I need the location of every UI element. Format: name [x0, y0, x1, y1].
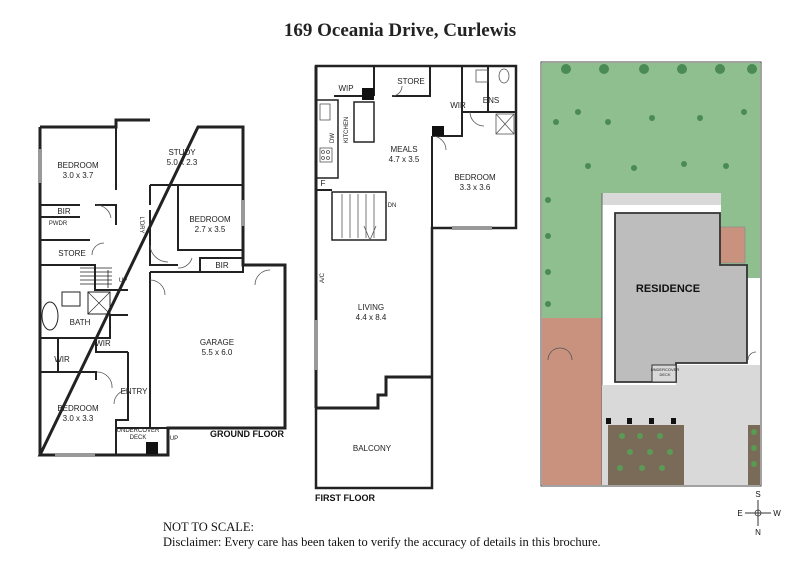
window-marker	[55, 453, 95, 457]
ff-dw-label: DW	[330, 133, 336, 143]
gf-entry-label: ENTRY	[121, 387, 149, 396]
ff-dn-label: DN	[388, 203, 397, 209]
window-marker	[314, 320, 318, 370]
ground-floor-plan	[37, 118, 287, 457]
site-deck-label-2: DECK	[659, 372, 670, 377]
compass-rose: S N E W	[733, 488, 783, 538]
compass-icon: S N E W	[737, 490, 781, 537]
gf-pwdr-label: PWDR	[49, 221, 68, 227]
gf-bir2-label: BIR	[215, 261, 229, 270]
ff-wip-label: WIP	[338, 84, 353, 93]
gf-garage-size: 5.5 x 6.0	[202, 348, 233, 357]
gf-bir-label: BIR	[57, 207, 71, 216]
residence-label: RESIDENCE	[636, 283, 700, 295]
bedroom-marker	[432, 126, 444, 136]
gf-deck-up-label: UP	[170, 436, 178, 442]
ff-ens-label: ENS	[483, 96, 499, 105]
gf-bedroom2-size: 2.7 x 3.5	[195, 225, 226, 234]
gf-bedroom3-label: BEDROOM	[57, 404, 99, 413]
site-deck-label-1: UNDERCOVER	[651, 367, 680, 372]
compass-south: S	[755, 490, 760, 499]
gf-garage-label: GARAGE	[200, 338, 234, 347]
compass-east: E	[737, 509, 742, 518]
gf-bath-label: BATH	[70, 318, 91, 327]
disclaimer-text: Disclaimer: Every care has been taken to…	[163, 535, 601, 549]
lawn-area	[542, 63, 760, 193]
gf-wir1-label: WIR	[95, 339, 111, 348]
gf-study-label: STUDY	[168, 148, 196, 157]
window-marker	[38, 149, 42, 183]
gf-deck-label-2: DECK	[130, 435, 147, 441]
gf-bedroom2-label: BEDROOM	[189, 215, 231, 224]
ff-wir-label: WIR	[450, 101, 466, 110]
driveway-area	[542, 318, 602, 485]
window-marker	[452, 226, 492, 230]
gf-study-size: 5.0 x 2.3	[167, 158, 198, 167]
first-floor-label: FIRST FLOOR	[315, 493, 375, 503]
gf-wir2-label: WIR	[54, 355, 70, 364]
compass-north: N	[755, 528, 761, 537]
lawn-area	[542, 193, 602, 318]
ff-kitchen-label: KITCHEN	[344, 117, 350, 143]
ground-floor-doors	[91, 204, 271, 405]
gf-up-label: UP	[119, 278, 127, 284]
wip-marker	[362, 88, 374, 100]
ff-fridge-label: F	[321, 179, 326, 188]
ff-bedroom-size: 3.3 x 3.6	[460, 183, 491, 192]
page-title: 169 Oceania Drive, Curlewis	[283, 20, 517, 41]
disclaimer: NOT TO SCALE: Disclaimer: Every care has…	[163, 520, 601, 550]
gf-laundry-label: L'DRY	[138, 216, 144, 233]
compass-west: W	[773, 509, 781, 518]
deck-step-marker	[146, 442, 158, 454]
gf-bedroom3-size: 3.0 x 3.3	[63, 414, 94, 423]
ff-ac-label: A/C	[320, 272, 326, 283]
gf-deck-label-1: UNDERCOVER	[117, 428, 160, 434]
gf-bedroom1-label: BEDROOM	[57, 161, 99, 170]
first-floor-fixtures	[319, 68, 515, 241]
gf-store-label: STORE	[58, 249, 85, 258]
ff-balcony-label: BALCONY	[353, 444, 392, 453]
ff-meals-label: MEALS	[390, 145, 417, 154]
ff-bedroom-label: BEDROOM	[454, 173, 496, 182]
ground-floor-label: GROUND FLOOR	[210, 429, 284, 439]
residence-footprint	[614, 212, 748, 383]
site-plan: RESIDENCE UNDERCOVER DECK	[540, 61, 762, 487]
window-marker	[241, 200, 245, 226]
ff-living-size: 4.4 x 8.4	[356, 313, 387, 322]
ff-meals-size: 4.7 x 3.5	[389, 155, 420, 164]
ff-store-label: STORE	[397, 77, 424, 86]
not-to-scale-note: NOT TO SCALE:	[163, 520, 254, 534]
gf-bedroom1-size: 3.0 x 3.7	[63, 171, 94, 180]
ff-living-label: LIVING	[358, 303, 384, 312]
